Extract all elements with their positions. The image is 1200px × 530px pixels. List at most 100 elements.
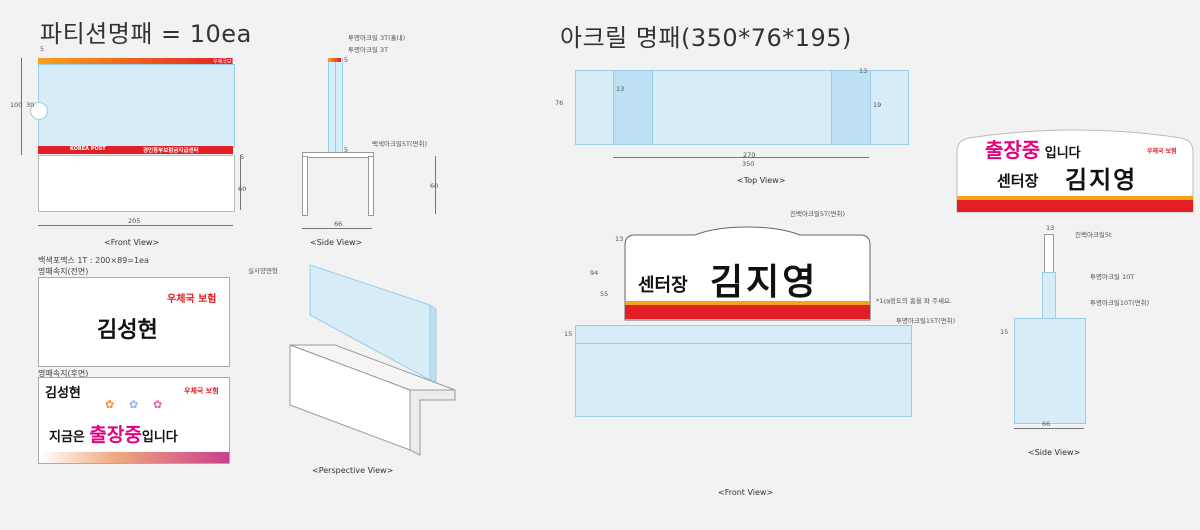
partition-side-view: 투명아크릴 3T(홀내) 투명아크릴 3T 5 백색아크릴5T(면취) 5 60…	[290, 30, 460, 230]
side-base-block	[1014, 318, 1086, 424]
finger-cutout	[30, 102, 48, 120]
top-dim-350: 350	[742, 160, 755, 168]
acrylic-top-view: 76 13 13 19 270	[555, 65, 915, 165]
side-view-label: <Side View>	[310, 238, 363, 247]
card-bottom-swoosh	[39, 452, 229, 463]
acrylic-front-view: 진백아크릴5T(면취) 센터장 김지영 13 94 55 *1㎝정도의 홈을 파…	[560, 205, 980, 430]
flower-icon-3: ✿	[153, 398, 163, 411]
side-dim-60: 60	[430, 182, 439, 190]
front-dim-55: 55	[600, 290, 609, 298]
status-word: 출장중	[89, 424, 142, 446]
top-dim-19: 19	[873, 101, 882, 109]
side-r-dim-13: 13	[1046, 224, 1055, 232]
sample-status-line: 출장중 입니다	[985, 134, 1081, 163]
partition-nameplate-heading: 파티션명패 = 10ea	[40, 20, 252, 48]
front-base-top	[575, 325, 912, 345]
flower-icon-2: ✿	[129, 398, 139, 411]
side-top-board	[1044, 234, 1054, 274]
side-dim-5a: 5	[344, 56, 349, 64]
side-r-dim-line-66	[1014, 428, 1084, 429]
dim-30: 30	[26, 101, 35, 109]
side-dim-5b: 5	[344, 146, 349, 154]
dim-5-mid: 5	[240, 153, 245, 161]
dim-5-top: 5	[40, 45, 45, 53]
dim-60: 60	[238, 185, 247, 193]
front-name: 김지영	[710, 262, 819, 303]
perspective-view: 실사양면형	[240, 255, 460, 475]
card-front-brand: 우체국 보험	[167, 294, 217, 305]
side-r-dim-66: 66	[1042, 420, 1051, 428]
white-base	[38, 155, 235, 212]
side-blue-upright	[1042, 272, 1056, 320]
front-note-hole: *1㎝정도의 홈을 파 주세요.	[876, 297, 952, 305]
top-dim-line-270	[613, 157, 869, 158]
sample-status-suffix: 입니다	[1040, 146, 1081, 161]
side-note-1: 투명아크릴 3T(홀내)	[348, 34, 406, 42]
front-title: 센터장	[638, 275, 688, 296]
top-dim-270: 270	[743, 151, 756, 159]
side-dim-line-66	[302, 228, 372, 229]
sample-name: 김지영	[1065, 166, 1138, 194]
dim-100: 100	[10, 101, 23, 109]
side-base-top	[302, 152, 374, 158]
sign-board	[624, 226, 871, 321]
brand-mini-text: 우체국보험	[213, 59, 237, 65]
status-prefix: 지금은	[49, 430, 90, 445]
side-r-note-3: 투명아크릴10T(면취)	[1090, 299, 1150, 307]
front-dim-13: 13	[615, 235, 624, 243]
card-front-name: 김성현	[97, 318, 158, 343]
acrylic-front-view-label: <Front View>	[718, 488, 774, 497]
front-dim-15: 15	[564, 330, 573, 338]
sample-sign-shape	[956, 129, 1194, 213]
top-view-label: <Top View>	[737, 176, 786, 185]
dim-line-100	[21, 58, 22, 155]
perspective-drawing	[289, 264, 456, 456]
front-card-label: 명패속지(전면)	[38, 267, 89, 276]
card-back-name: 김성현	[45, 386, 81, 401]
status-suffix: 입니다	[141, 430, 178, 445]
top-view-right-block	[831, 70, 871, 145]
center-name-text: 경인동부보험금지급센터	[143, 148, 199, 154]
post-logo-text: KOREA POST	[70, 146, 106, 152]
top-orange-strip	[38, 58, 233, 64]
status-line: 지금은 출장중입니다	[49, 420, 178, 447]
side-dim-line-60	[435, 156, 436, 214]
front-note-top: 진백아크릴5T(면취)	[790, 210, 846, 218]
side-r-note-1: 진백아크릴5t	[1075, 231, 1112, 239]
card-back-brand: 우체국 보험	[184, 387, 219, 395]
sample-status: 출장중	[985, 138, 1041, 162]
top-view-left-block	[613, 70, 653, 145]
side-orange-top	[328, 58, 341, 62]
top-dim-76: 76	[555, 99, 564, 107]
front-dim-94: 94	[590, 269, 599, 277]
dim-205: 205	[128, 217, 141, 225]
front-note-base: 투명아크릴15T(면취)	[896, 317, 956, 325]
back-insert-card: 김성현 우체국 보험 ✿ ✿ ✿ 지금은 출장중입니다	[38, 377, 230, 464]
front-view-label: <Front View>	[104, 238, 160, 247]
acrylic-pane-2	[335, 58, 343, 155]
sample-sign: 출장중 입니다 우체국 보험 센터장 김지영	[955, 122, 1195, 217]
name-red-bar	[38, 146, 233, 154]
dim-line-205	[38, 225, 233, 226]
side-r-dim-15: 15	[1000, 328, 1009, 336]
acrylic-panel	[38, 64, 235, 148]
dim-line-60	[240, 155, 241, 210]
perspective-note: 실사양면형	[248, 267, 278, 275]
side-base-leg-left	[302, 156, 308, 216]
side-base-leg-right	[368, 156, 374, 216]
front-base-body	[575, 343, 912, 417]
side-dim-66: 66	[334, 220, 343, 228]
partition-front-view: 우체국보험 KOREA POST 경인동부보험금지급센터 100 30 5 5 …	[10, 45, 247, 245]
acrylic-side-view: 진백아크릴5t 투명아크릴 10T 투명아크릴10T(면취) 13 15 66	[1000, 222, 1190, 437]
foam-note: 백색포맥스 1T : 200×89=1ea	[38, 256, 149, 265]
front-insert-card: 우체국 보험 김성현	[38, 277, 230, 367]
sample-title: 센터장	[997, 172, 1039, 190]
acrylic-nameplate-heading: 아크릴 명패(350*76*195)	[560, 24, 852, 52]
top-dim-13a: 13	[616, 85, 625, 93]
side-note-3: 백색아크릴5T(면취)	[372, 140, 428, 148]
back-card-label: 명패속지(후면)	[38, 369, 89, 378]
perspective-view-label: <Perspective View>	[312, 466, 394, 475]
top-dim-13b: 13	[859, 67, 868, 75]
acrylic-side-view-label: <Side View>	[1028, 448, 1081, 457]
side-note-2: 투명아크릴 3T	[348, 46, 389, 54]
